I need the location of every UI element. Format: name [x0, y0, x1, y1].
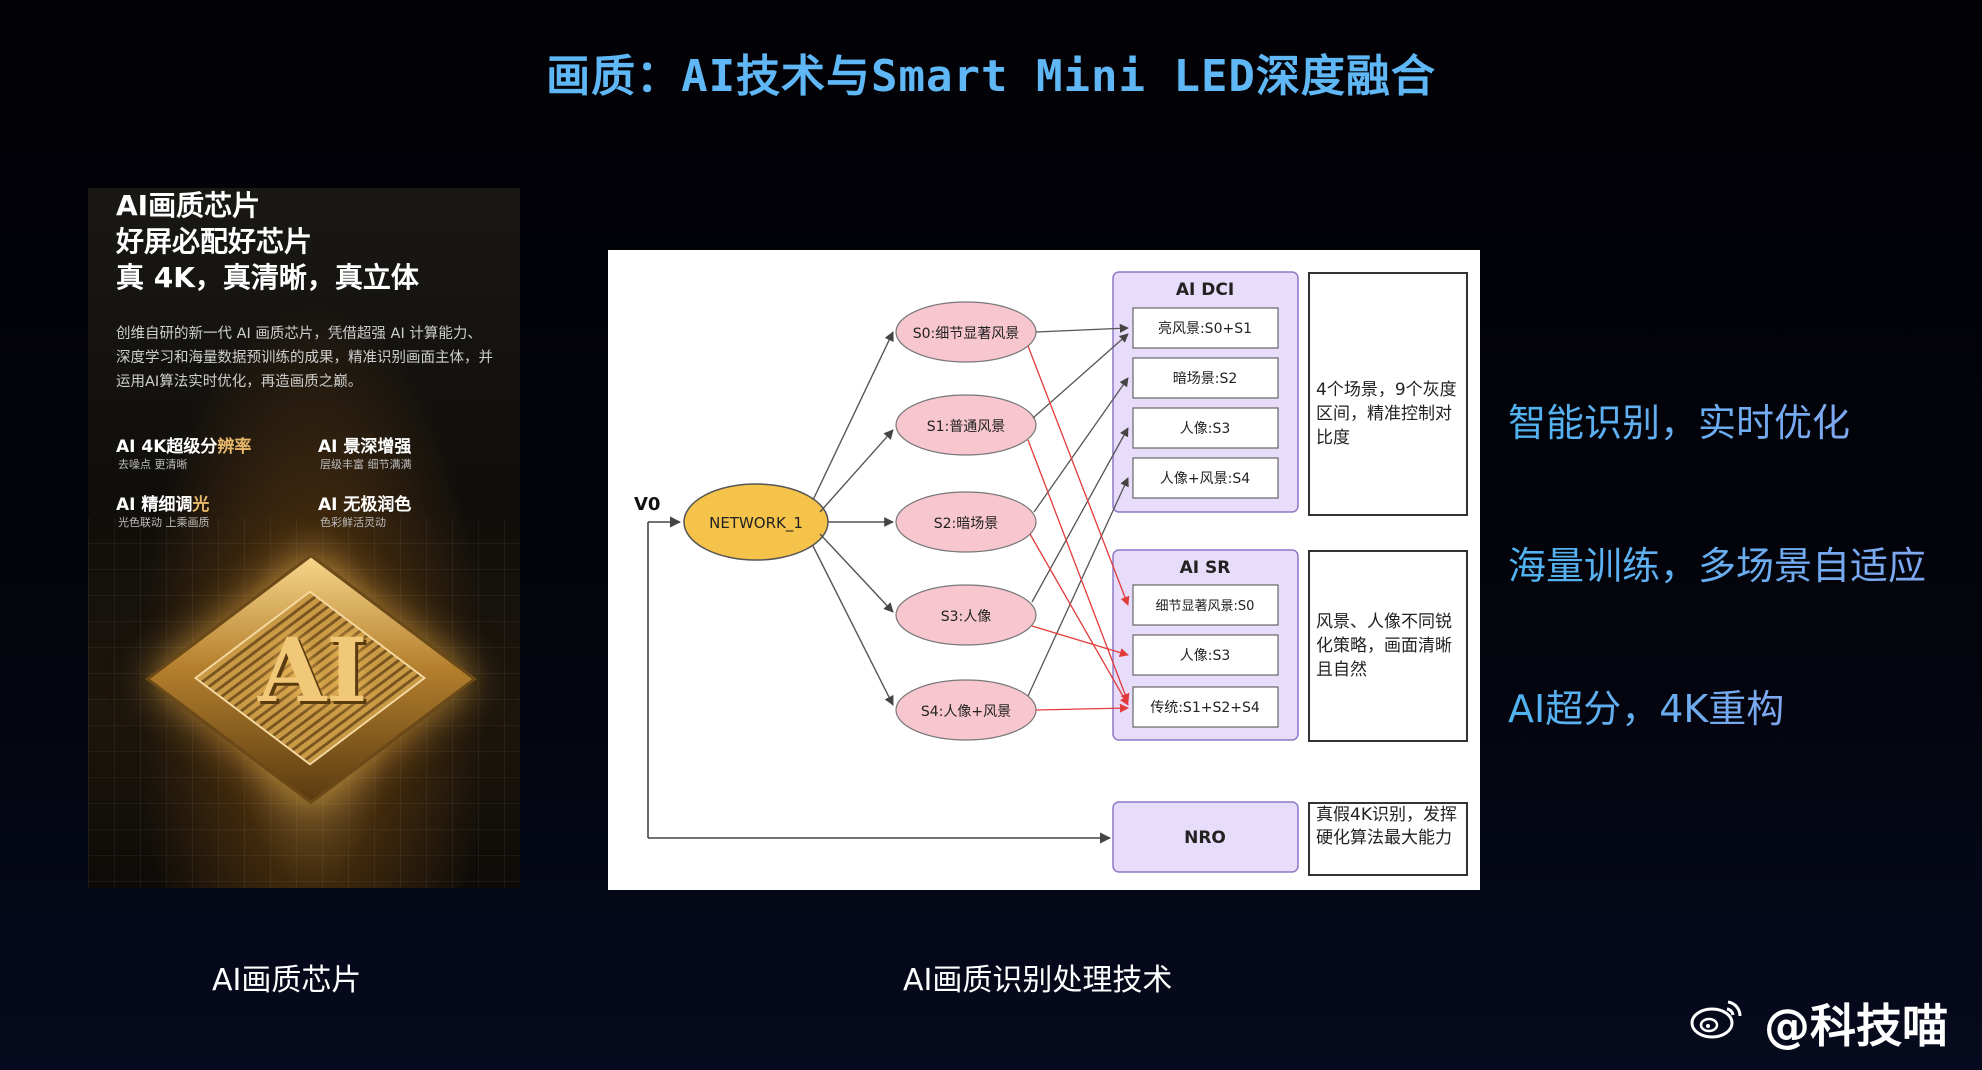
- sr-item-traditional: 传统:S1+S2+S4: [1150, 700, 1260, 716]
- nro-note: 真假4K识别，发挥硬化算法最大能力: [1308, 802, 1468, 876]
- feature-color-toning: AI 无极润色: [318, 495, 412, 515]
- bullet-ai-upscaling: AI超分，4K重构: [1508, 678, 1784, 733]
- dci-note: 4个场景，9个灰度区间，精准控制对比度: [1308, 272, 1468, 516]
- network-to-scene-edges: [812, 331, 894, 706]
- scene-to-dci-edges: [1027, 323, 1129, 697]
- ai-sr-items: [1132, 584, 1279, 728]
- nro-box: [1112, 801, 1299, 873]
- scene-label-s2: S2:暗场景: [934, 516, 999, 532]
- dci-item-portrait: 人像:S3: [1180, 421, 1231, 437]
- diagram-svg: V0 NETWORK_1 S0:细节显著风景 S1:普通风景 S2:暗场景 S3…: [634, 271, 1299, 873]
- ai-sr-title: AI SR: [1180, 558, 1231, 578]
- feature-sub: 去噪点 更清晰: [118, 458, 188, 471]
- dci-item-bright-landscape: 亮风景:S0+S1: [1158, 320, 1252, 337]
- ai-chip-logo: AI: [258, 618, 368, 722]
- ai-dci-title: AI DCI: [1176, 280, 1234, 300]
- nro-label: NRO: [1184, 828, 1226, 848]
- center-caption: AI画质识别处理技术: [903, 963, 1173, 998]
- feature-fine-dimming: AI 精细调光: [116, 495, 210, 515]
- feature-sub: 色彩鲜活灵动: [320, 516, 386, 529]
- scene-node-s3: [895, 584, 1037, 646]
- watermark-text: @科技喵: [1764, 999, 1948, 1053]
- chip-product-card: AI画质芯片 好屏必配好芯片 真 4K，真清晰，真立体 创维自研的新一代 AI …: [88, 188, 520, 888]
- dci-item-dark-scene: 暗场景:S2: [1173, 371, 1238, 387]
- card-headline-3: 真 4K，真清晰，真立体: [116, 261, 419, 294]
- input-label: V0: [634, 494, 660, 515]
- dci-item-portrait-landscape: 人像+风景:S4: [1160, 471, 1250, 487]
- left-caption: AI画质芯片: [212, 963, 362, 998]
- scene-label-s0: S0:细节显著风景: [913, 326, 1020, 342]
- feature-sub: 层级丰富 细节满满: [320, 458, 412, 471]
- sr-note: 风景、人像不同锐化策略，画面清晰且自然: [1308, 550, 1468, 742]
- feature-sub: 光色联动 上乘画质: [118, 516, 210, 529]
- scene-nodes: [895, 301, 1037, 741]
- card-headline-2: 好屏必配好芯片: [116, 225, 313, 258]
- input-connectors: [647, 516, 1112, 844]
- scene-node-s2: [895, 491, 1037, 553]
- ai-dci-items: [1132, 307, 1279, 499]
- page-title: 画质：AI技术与Smart Mini LED深度融合: [546, 51, 1436, 102]
- card-description: 创维自研的新一代 AI 画质芯片，凭借超强 AI 计算能力、深度学习和海量数据预…: [116, 326, 493, 390]
- feature-depth-enhance: AI 景深增强: [318, 437, 412, 457]
- card-headline-1: AI画质芯片: [116, 189, 261, 222]
- scene-label-s3: S3:人像: [941, 609, 992, 625]
- feature-4k-super-resolution: AI 4K超级分辨率: [116, 437, 252, 457]
- scene-to-sr-edges: [1027, 345, 1130, 713]
- scene-node-s1: [895, 394, 1037, 456]
- network-label: NETWORK_1: [709, 514, 803, 533]
- scene-label-s1: S1:普通风景: [927, 419, 1006, 435]
- sr-item-detailed-landscape: 细节显著风景:S0: [1156, 599, 1255, 614]
- weibo-icon: [1690, 1000, 1742, 1039]
- bullet-massive-training: 海量训练，多场景自适应: [1508, 535, 1926, 590]
- ai-processing-diagram: V0 NETWORK_1 S0:细节显著风景 S1:普通风景 S2:暗场景 S3…: [608, 250, 1480, 890]
- bullet-smart-recognition: 智能识别，实时优化: [1508, 392, 1850, 447]
- scene-label-s4: S4:人像+风景: [921, 704, 1011, 720]
- sr-item-portrait: 人像:S3: [1180, 648, 1231, 664]
